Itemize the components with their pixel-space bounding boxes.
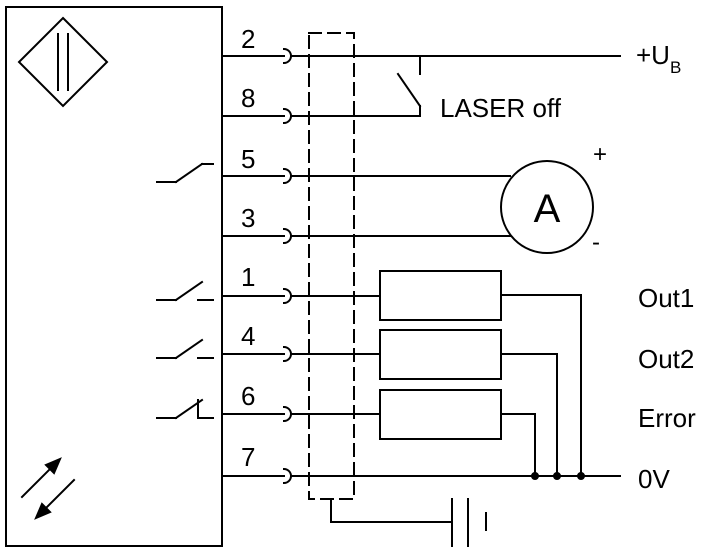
ground-label: 0V	[638, 464, 670, 494]
pin-label-5: 5	[241, 144, 255, 174]
switch-symbol-pin4	[156, 338, 214, 360]
sensor-housing	[5, 6, 223, 547]
pin-label-1: 1	[241, 262, 255, 292]
load-out2	[379, 329, 502, 380]
ammeter	[500, 160, 594, 254]
switch-symbol-pin5	[156, 162, 214, 184]
shield-ground	[330, 498, 487, 547]
load-return-wires	[500, 294, 585, 480]
pin-label-3: 3	[241, 203, 255, 233]
laser-off-label: LASER off	[440, 93, 562, 123]
laser-off-switch	[396, 57, 422, 117]
pin-label-8: 8	[241, 83, 255, 113]
pin-label-2: 2	[241, 24, 255, 54]
cable-shield	[308, 32, 355, 500]
reflection-arrows-icon	[20, 457, 76, 520]
switch-symbol-pin6	[156, 398, 214, 420]
sensor-symbol-icon	[17, 16, 109, 108]
error-label: Error	[638, 403, 696, 433]
connector-arcs	[282, 47, 292, 485]
ammeter-minus: -	[592, 229, 600, 256]
out2-label: Out2	[638, 344, 694, 374]
pin-label-7: 7	[241, 442, 255, 472]
ammeter-symbol: A	[534, 187, 561, 231]
cable-wires	[290, 55, 621, 477]
load-out1	[379, 270, 502, 321]
supply-label: +UB	[636, 40, 681, 77]
supply-label-subscript: B	[670, 58, 681, 77]
load-error	[379, 389, 502, 440]
supply-label-main: +U	[636, 40, 670, 70]
pin-wires	[221, 55, 285, 477]
out1-label: Out1	[638, 283, 694, 313]
switch-symbol-pin1	[156, 280, 214, 302]
ammeter-plus: +	[593, 141, 607, 168]
pin-label-4: 4	[241, 321, 255, 351]
pin-label-6: 6	[241, 381, 255, 411]
